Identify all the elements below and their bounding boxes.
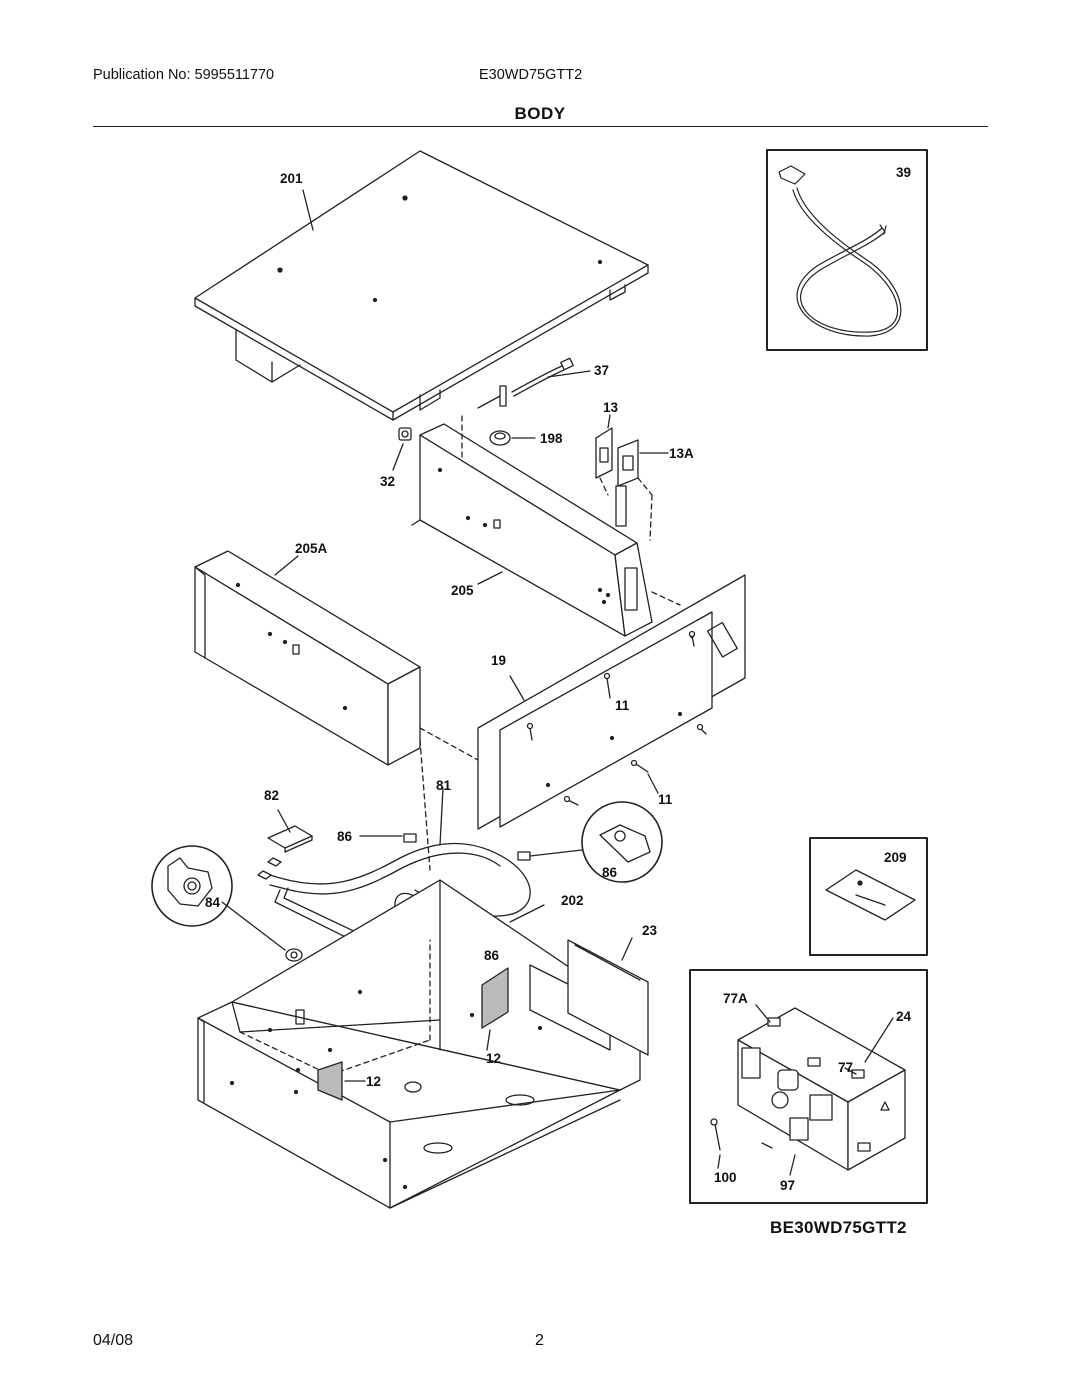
- part-100-screw: [710, 1118, 773, 1151]
- callout-198: 198: [540, 431, 563, 446]
- footer-date: 04/08: [93, 1332, 134, 1349]
- callout-39: 39: [896, 165, 911, 180]
- callout-24: 24: [896, 1009, 912, 1024]
- callout-13A: 13A: [669, 446, 694, 461]
- part-201-top-panel: [194, 150, 649, 421]
- leader-77: [844, 1067, 857, 1075]
- part-11-screws: [526, 630, 707, 806]
- callout-77: 77: [838, 1060, 853, 1075]
- part-23-panel: [567, 939, 649, 1056]
- leader-11: [647, 773, 659, 794]
- model-tag: BE30WD75GTT2: [770, 1218, 907, 1237]
- callout-201: 201: [280, 171, 303, 186]
- callout-32: 32: [380, 474, 395, 489]
- part-209-box: [809, 837, 928, 956]
- part-84-thermostat: [285, 948, 303, 962]
- leader-97: [789, 1154, 796, 1176]
- dashed-guides-13: [599, 477, 653, 541]
- callout-84: 84: [205, 895, 221, 910]
- leader-37: [547, 370, 591, 378]
- part-198-nut: [489, 430, 511, 446]
- part-13-bracket: [595, 427, 613, 479]
- publication-number: Publication No: 5995511770: [93, 67, 275, 83]
- part-77-connectors: [767, 1017, 871, 1152]
- leader-19: [509, 675, 525, 701]
- callout-82: 82: [264, 788, 279, 803]
- part-84-thermostat-detail: [167, 857, 213, 907]
- callout-100: 100: [714, 1170, 737, 1185]
- leader-100: [717, 1154, 721, 1169]
- title-rule: [93, 126, 988, 127]
- part-205-back-panel: [411, 423, 653, 637]
- callout-12-a: 12: [486, 1051, 501, 1066]
- part-32-fastener: [398, 427, 412, 441]
- callout-77A: 77A: [723, 991, 748, 1006]
- callout-81: 81: [436, 778, 452, 793]
- callout-86-a: 86: [337, 829, 353, 844]
- callout-205: 205: [451, 583, 474, 598]
- leader-84: [221, 901, 286, 951]
- leader-77A: [755, 1004, 771, 1023]
- leader-82: [277, 809, 291, 833]
- leader-13: [607, 414, 611, 429]
- callout-13: 13: [603, 400, 619, 415]
- part-86-clip-detail: [599, 824, 651, 863]
- footer-page-number: 2: [535, 1332, 544, 1349]
- dashed-guides-front: [419, 591, 681, 871]
- part-37-wire-harness: [477, 357, 574, 409]
- callout-23: 23: [642, 923, 658, 938]
- part-39-power-cord: [778, 165, 902, 337]
- part-202-cabinet: [197, 879, 641, 1209]
- callout-205A: 205A: [295, 541, 328, 556]
- callout-11-a: 11: [615, 698, 630, 713]
- part-205A-side-panel: [194, 550, 421, 766]
- leader-23: [621, 937, 633, 961]
- leader-202: [509, 904, 545, 923]
- callout-209: 209: [884, 850, 907, 865]
- part-39-box: [766, 149, 928, 351]
- callout-97: 97: [780, 1178, 795, 1193]
- part-13A-bracket: [615, 439, 639, 527]
- leader-12-a: [486, 1029, 491, 1051]
- leader-24: [864, 1017, 894, 1063]
- callout-11-b: 11: [658, 792, 673, 807]
- part-19-front-panel: [477, 574, 746, 830]
- callout-86-b: 86: [602, 865, 618, 880]
- leader-201: [302, 189, 314, 231]
- part-77A-box: [689, 969, 928, 1204]
- page-title: BODY: [514, 104, 566, 123]
- callout-202: 202: [561, 893, 584, 908]
- part-12-pad-b: [317, 1061, 343, 1101]
- callout-12-b: 12: [366, 1074, 381, 1089]
- leader-32: [392, 443, 404, 471]
- part-24-control-board: [737, 1007, 906, 1171]
- model-number: E30WD75GTT2: [479, 67, 583, 83]
- leader-205: [477, 571, 503, 585]
- leader-86-b: [529, 849, 583, 857]
- leader-81: [439, 787, 444, 846]
- part-82-bracket: [267, 825, 313, 853]
- part-12-pad-a: [481, 967, 509, 1029]
- part-209-bracket: [825, 869, 916, 921]
- callout-86-c: 86: [484, 948, 500, 963]
- dashed-guides-cabinet: [239, 939, 431, 1076]
- callout-19: 19: [491, 653, 506, 668]
- leader-205A: [274, 555, 299, 576]
- callout-37: 37: [594, 363, 609, 378]
